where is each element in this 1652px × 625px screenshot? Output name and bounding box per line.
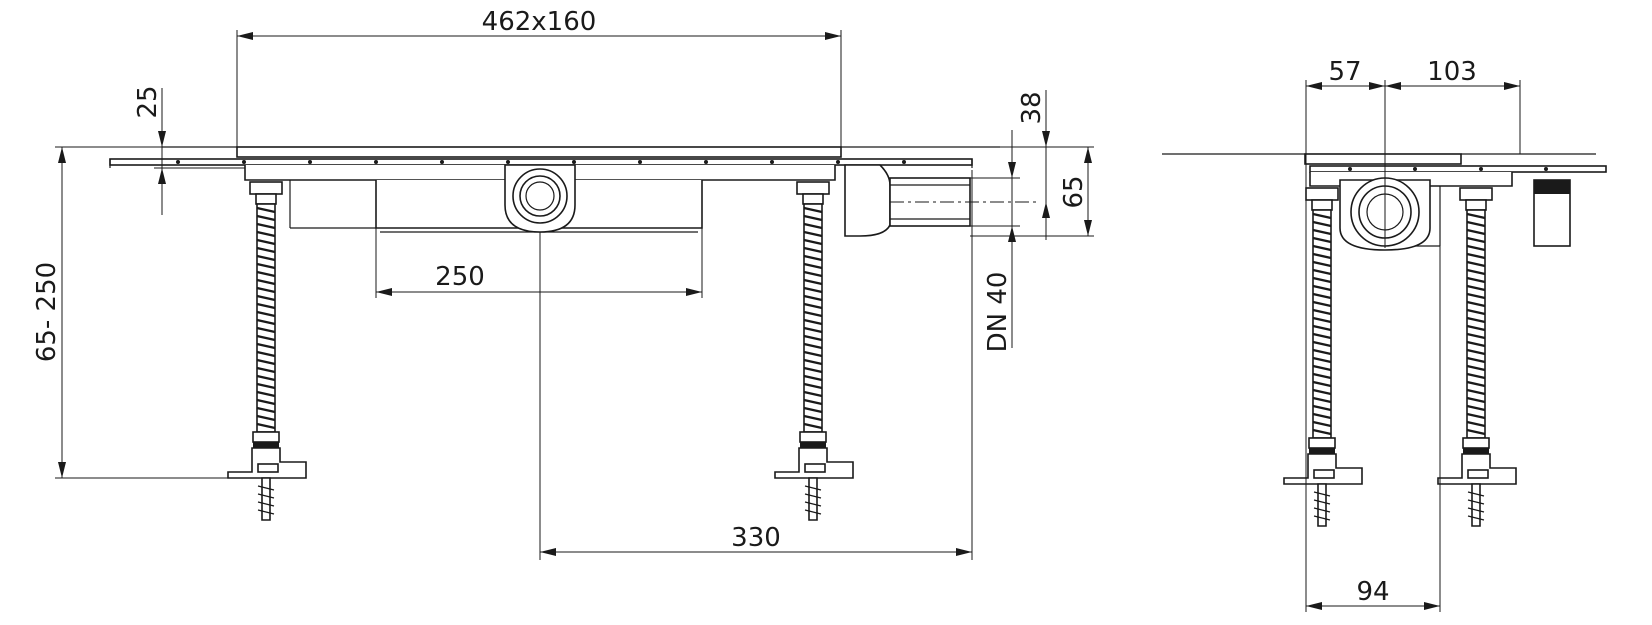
dim-body-width: 250 — [435, 262, 485, 292]
dim-side-right: 103 — [1427, 57, 1477, 87]
dim-outlet-offset: 330 — [731, 523, 781, 553]
dim-outlet-diameter: DN 40 — [983, 272, 1013, 353]
dim-flange-height: 25 — [133, 85, 163, 118]
dim-overall-height: 65- 250 — [32, 262, 62, 362]
dim-side-left: 57 — [1328, 57, 1361, 87]
dim-outlet-height: 65 — [1059, 175, 1089, 208]
dim-outlet-top: 38 — [1017, 91, 1047, 124]
dim-grate-size: 462x160 — [482, 7, 597, 37]
dim-side-body: 94 — [1356, 577, 1389, 607]
